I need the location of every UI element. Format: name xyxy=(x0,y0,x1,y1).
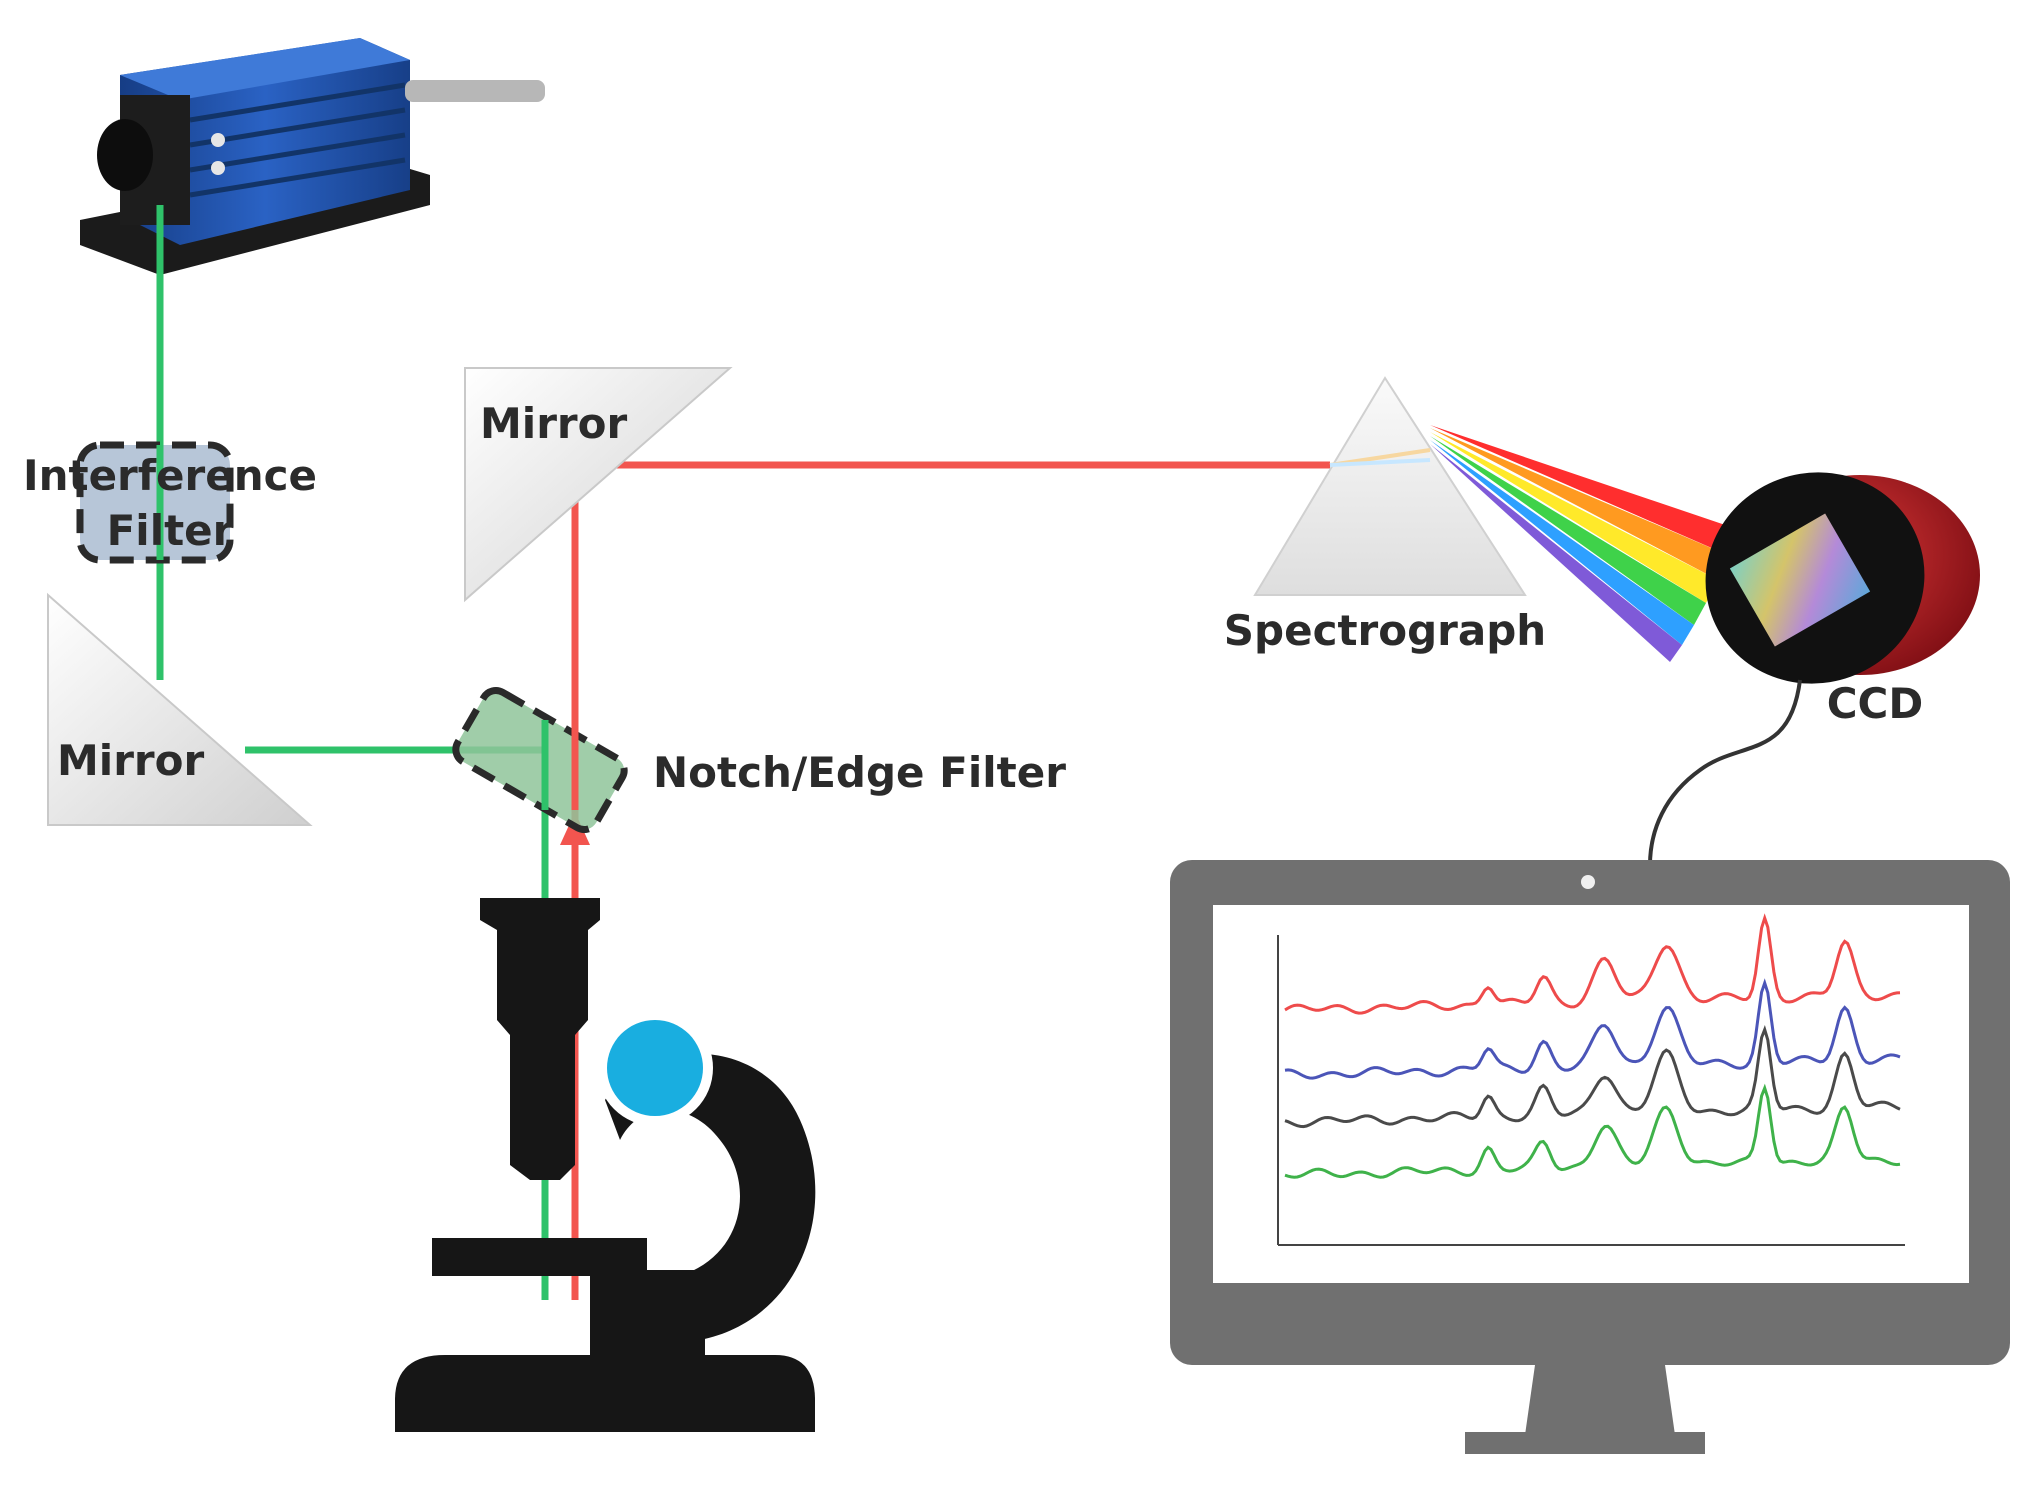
mirror-top-label: Mirror xyxy=(480,399,627,448)
interference-filter-label-1: Interference xyxy=(23,451,317,500)
laser-icon xyxy=(80,38,545,275)
mirror-icon xyxy=(464,367,733,603)
spectrum-trace xyxy=(1284,913,1901,1015)
ccd-label: CCD xyxy=(1827,679,1924,728)
fiber-cable xyxy=(405,80,545,102)
ccd-camera-icon: CCD xyxy=(1705,472,1980,728)
interference-filter: Interference Filter xyxy=(23,441,317,564)
spectrum-trace xyxy=(1284,978,1901,1080)
dispersed-spectrum xyxy=(1329,425,1740,662)
mirror-left: Mirror xyxy=(47,592,313,826)
notch-filter-label: Notch/Edge Filter xyxy=(653,748,1066,797)
spectrograph-label: Spectrograph xyxy=(1224,606,1546,655)
interference-filter-label-2: Filter xyxy=(107,506,234,555)
notch-edge-filter: Notch/Edge Filter xyxy=(452,686,1066,834)
prism-icon xyxy=(1253,376,1527,596)
monitor-icon xyxy=(1170,860,2010,1454)
spectrograph: Spectrograph xyxy=(1224,376,1546,655)
spectrum-trace xyxy=(1284,1024,1901,1129)
mirror-icon xyxy=(47,592,313,826)
mirror-top: Mirror xyxy=(464,367,733,603)
filter-icon xyxy=(76,441,234,564)
spectrum-trace xyxy=(1284,1083,1901,1179)
ccd-cable xyxy=(1648,679,1802,866)
filter-icon xyxy=(452,686,628,834)
monitor-spectrum-plot xyxy=(1277,913,1905,1246)
mirror-left-label: Mirror xyxy=(57,736,204,785)
microscope-icon xyxy=(395,898,816,1432)
